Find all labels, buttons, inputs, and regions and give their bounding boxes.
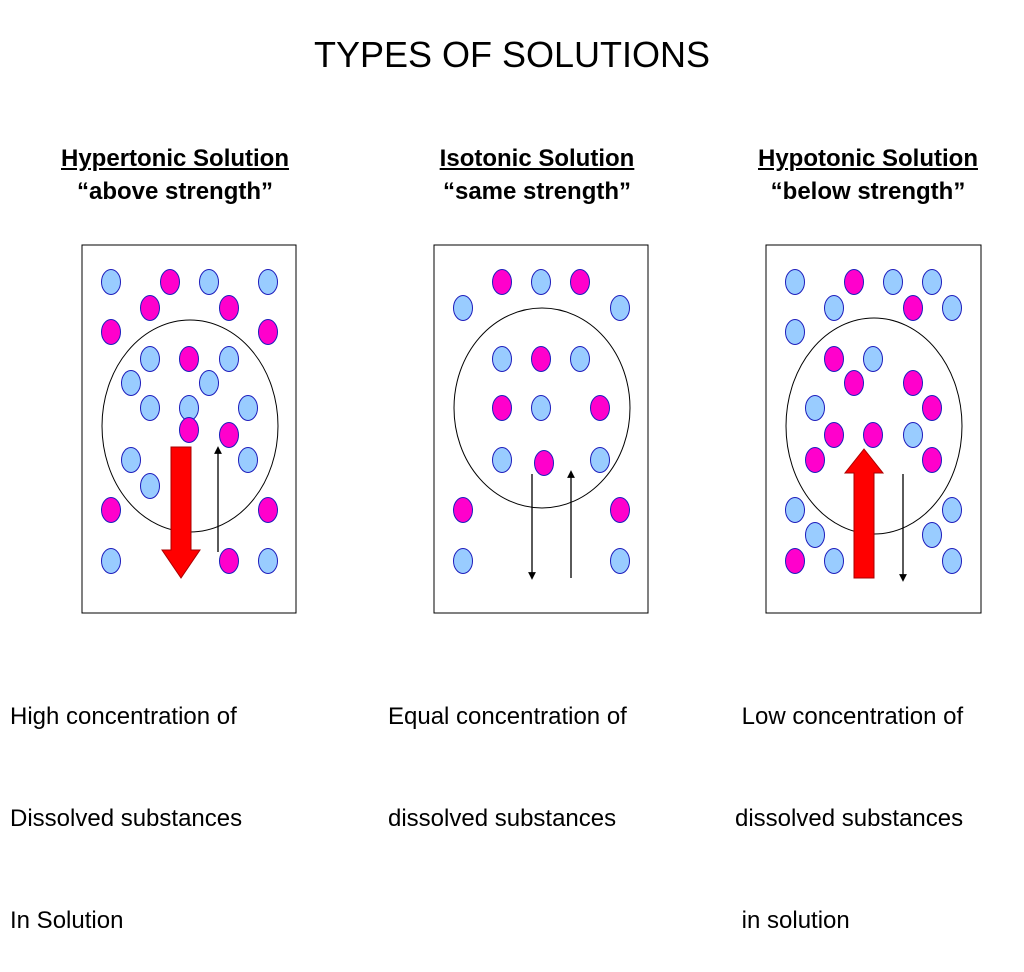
hypertonic-solute-particle: [101, 497, 121, 523]
hypotonic-solute-particle: [824, 422, 844, 448]
hypotonic-solute-particle: [903, 370, 923, 396]
hypertonic-outflow-arrow: [161, 446, 201, 579]
hypotonic-solvent-particle: [903, 422, 923, 448]
hypotonic-solute-particle: [824, 346, 844, 372]
hypotonic-solvent-particle: [883, 269, 903, 295]
hypertonic-caption-line-3: In Solution: [10, 907, 124, 934]
hypertonic-caption-line-2: Dissolved substances: [10, 805, 243, 832]
isotonic-solvent-particle: [570, 346, 590, 372]
hypotonic-solvent-particle: [785, 497, 805, 523]
solutions-diagram: [81, 244, 982, 614]
hypertonic-solvent-particle: [199, 370, 219, 396]
isotonic-cell: [453, 307, 631, 509]
hypotonic-caption-line-2: dissolved substances: [735, 805, 964, 832]
hypotonic-solvent-particle: [922, 522, 942, 548]
hypotonic-subtitle: “below strength”: [770, 178, 966, 205]
hypertonic-heading: Hypertonic Solution “above strength”: [30, 142, 320, 208]
isotonic-panel: [433, 244, 649, 614]
hypotonic-solute-particle: [903, 295, 923, 321]
hypotonic-solvent-particle: [942, 295, 962, 321]
hypertonic-subtitle: “above strength”: [76, 178, 274, 205]
hypertonic-solvent-particle: [258, 269, 278, 295]
hypotonic-caption-line-1: Low concentration of: [735, 703, 964, 730]
hypotonic-solute-particle: [844, 269, 864, 295]
hypertonic-solute-particle: [179, 346, 199, 372]
isotonic-solute-particle: [610, 497, 630, 523]
isotonic-heading: Isotonic Solution “same strength”: [392, 142, 682, 208]
hypotonic-solvent-particle: [863, 346, 883, 372]
hypotonic-solvent-particle: [824, 295, 844, 321]
isotonic-solvent-particle: [492, 346, 512, 372]
hypertonic-solvent-particle: [140, 395, 160, 421]
hypertonic-solute-particle: [258, 319, 278, 345]
hypotonic-caption: Low concentration of dissolved substance…: [735, 632, 963, 972]
hypotonic-solute-particle: [844, 370, 864, 396]
hypertonic-solvent-particle: [238, 395, 258, 421]
isotonic-solvent-particle: [531, 395, 551, 421]
isotonic-solvent-particle: [610, 295, 630, 321]
hypertonic-solute-particle: [219, 422, 239, 448]
hypertonic-solute-particle: [219, 548, 239, 574]
hypertonic-solvent-particle: [238, 447, 258, 473]
isotonic-solvent-particle: [453, 295, 473, 321]
hypotonic-solute-particle: [805, 447, 825, 473]
hypertonic-solvent-particle: [199, 269, 219, 295]
hypertonic-solute-particle: [101, 319, 121, 345]
hypotonic-solute-particle: [922, 395, 942, 421]
isotonic-solvent-particle: [610, 548, 630, 574]
hypertonic-solvent-particle: [258, 548, 278, 574]
hypertonic-solvent-particle: [121, 370, 141, 396]
isotonic-solute-particle: [531, 346, 551, 372]
hypertonic-solute-particle: [160, 269, 180, 295]
hypotonic-solvent-particle: [805, 522, 825, 548]
isotonic-solute-particle: [534, 450, 554, 476]
isotonic-caption-line-2: dissolved substances: [388, 805, 617, 832]
hypertonic-solvent-particle: [101, 269, 121, 295]
hypertonic-solute-particle: [219, 295, 239, 321]
hypertonic-solvent-particle: [140, 473, 160, 499]
hypotonic-solvent-particle: [942, 548, 962, 574]
hypertonic-solvent-particle: [140, 346, 160, 372]
isotonic-solute-particle: [453, 497, 473, 523]
page-title: TYPES OF SOLUTIONS: [313, 34, 711, 75]
hypotonic-inflow-arrow: [843, 448, 885, 579]
isotonic-solvent-particle: [590, 447, 610, 473]
hypotonic-solvent-particle: [785, 319, 805, 345]
isotonic-caption: Equal concentration of dissolved substan…: [388, 632, 627, 870]
hypotonic-solute-particle: [922, 447, 942, 473]
isotonic-solvent-particle: [492, 447, 512, 473]
hypertonic-solvent-particle: [101, 548, 121, 574]
hypotonic-solvent-particle: [824, 548, 844, 574]
isotonic-solvent-particle: [531, 269, 551, 295]
hypertonic-solvent-particle: [219, 346, 239, 372]
hypertonic-solute-particle: [140, 295, 160, 321]
hypotonic-solvent-particle: [942, 497, 962, 523]
hypertonic-caption-line-1: High concentration of: [10, 703, 237, 730]
isotonic-solvent-particle: [453, 548, 473, 574]
hypotonic-solvent-particle: [922, 269, 942, 295]
hypertonic-caption: High concentration of Dissolved substanc…: [10, 632, 242, 972]
hypotonic-name: Hypotonic Solution: [758, 145, 978, 172]
hypertonic-panel: [81, 244, 297, 614]
isotonic-subtitle: “same strength”: [442, 178, 632, 205]
hypertonic-solute-particle: [258, 497, 278, 523]
isotonic-name: Isotonic Solution: [439, 145, 635, 172]
hypotonic-solvent-particle: [805, 395, 825, 421]
isotonic-solute-particle: [590, 395, 610, 421]
hypotonic-solvent-particle: [785, 269, 805, 295]
isotonic-caption-line-1: Equal concentration of: [388, 703, 627, 730]
isotonic-solute-particle: [570, 269, 590, 295]
hypertonic-solvent-particle: [121, 447, 141, 473]
hypotonic-heading: Hypotonic Solution “below strength”: [723, 142, 1013, 208]
hypertonic-solute-particle: [179, 417, 199, 443]
hypotonic-panel: [765, 244, 982, 614]
isotonic-solute-particle: [492, 269, 512, 295]
hypotonic-solute-particle: [785, 548, 805, 574]
isotonic-solute-particle: [492, 395, 512, 421]
hypertonic-solvent-particle: [179, 395, 199, 421]
hypotonic-solute-particle: [863, 422, 883, 448]
hypertonic-name: Hypertonic Solution: [61, 145, 289, 172]
hypotonic-caption-line-3: in solution: [735, 907, 850, 934]
